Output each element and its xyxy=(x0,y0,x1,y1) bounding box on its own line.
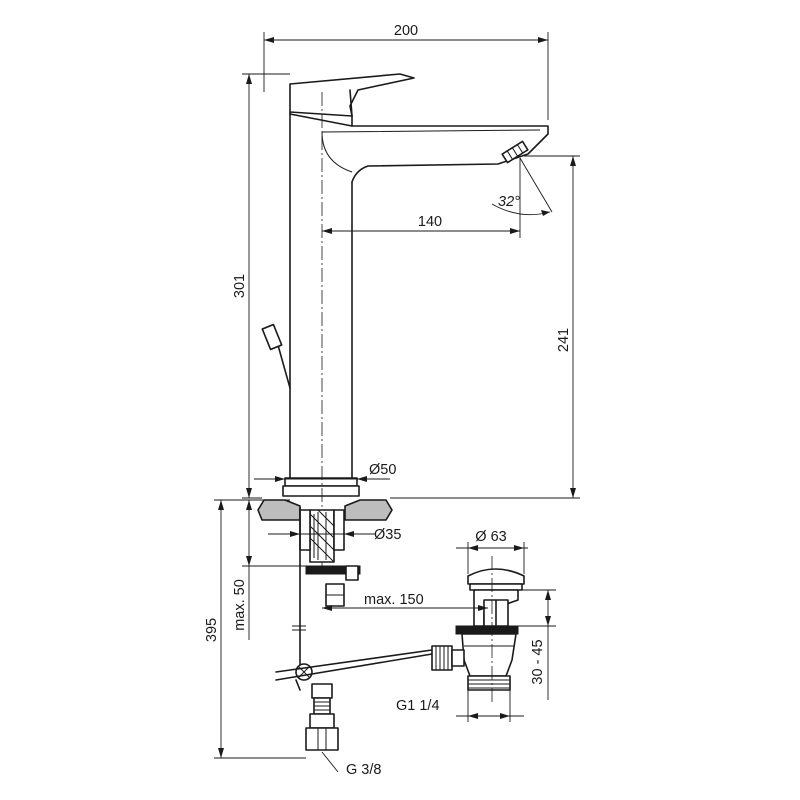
label-spout-angle: 32° xyxy=(498,194,520,210)
mounting-plate xyxy=(305,565,361,575)
faucet-column xyxy=(289,111,353,479)
popup-waste xyxy=(431,556,525,704)
label-max-deck-thickness: max. 50 xyxy=(232,579,248,631)
label-hole-diameter: Ø35 xyxy=(374,527,401,543)
flexible-hose xyxy=(305,683,339,751)
label-base-diameter: Ø50 xyxy=(369,462,396,478)
label-below-deck-length: 395 xyxy=(204,618,220,642)
label-spout-height: 241 xyxy=(556,328,572,352)
label-max-rod-distance: max. 150 xyxy=(364,592,424,608)
aerator xyxy=(501,140,529,164)
dimension-labels: 200 301 140 241 32° Ø50 Ø35 max. 50 395 … xyxy=(204,23,572,778)
spout xyxy=(289,113,549,183)
label-supply-thread: G 3/8 xyxy=(346,762,381,778)
waste-cap xyxy=(467,568,525,585)
fixing-assembly xyxy=(275,507,433,751)
label-waste-adjust-range: 30 - 45 xyxy=(530,639,546,684)
dimension-lines xyxy=(214,32,580,773)
label-total-width: 200 xyxy=(394,23,418,39)
popup-knob xyxy=(261,323,291,389)
faucet-body xyxy=(261,73,549,566)
waste-body xyxy=(461,633,517,677)
label-waste-thread: G1 1/4 xyxy=(396,698,440,714)
linkage-rod xyxy=(275,653,433,681)
label-total-height: 301 xyxy=(232,274,248,298)
label-spout-reach: 140 xyxy=(418,214,442,230)
lever-handle xyxy=(289,73,415,117)
label-waste-head-diameter: Ø 63 xyxy=(475,529,506,545)
fixing-nut xyxy=(345,565,359,581)
